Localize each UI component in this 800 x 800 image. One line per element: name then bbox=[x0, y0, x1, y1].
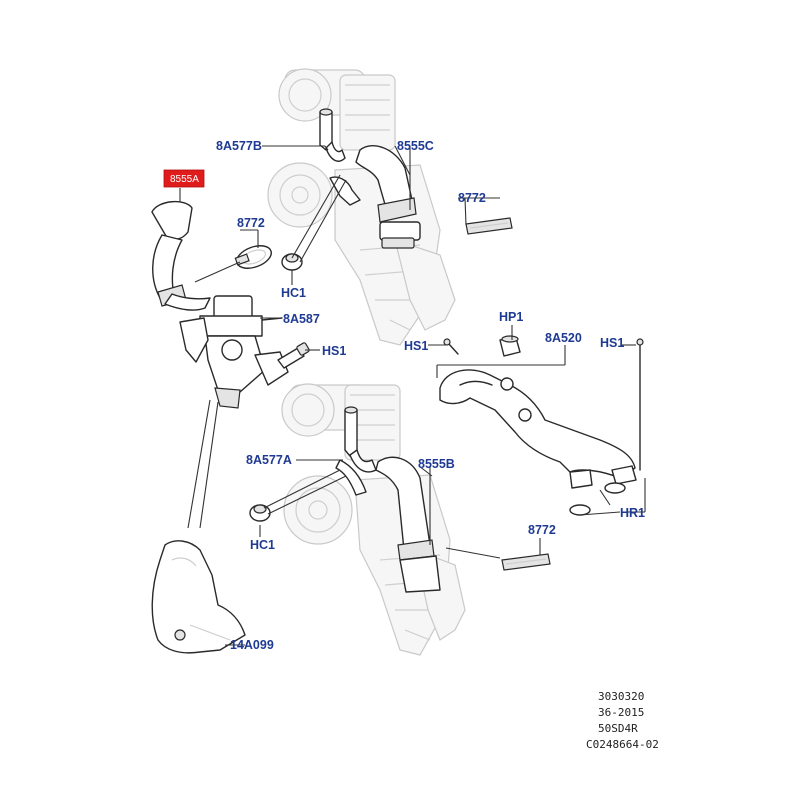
callout-hr1[interactable]: HR1 bbox=[620, 506, 645, 520]
reference-line-2: 36-2015 bbox=[598, 706, 644, 719]
clamp-8772-right bbox=[465, 217, 513, 235]
hose-8a577b bbox=[319, 108, 346, 162]
callout-8a577a[interactable]: 8A577A bbox=[246, 453, 292, 467]
bolt-hs1-right bbox=[636, 338, 644, 471]
hose-8555c bbox=[329, 145, 421, 249]
callout-hs1-mid[interactable]: HS1 bbox=[404, 339, 428, 353]
callout-hs1-right[interactable]: HS1 bbox=[600, 336, 624, 350]
reference-line-3: 50SD4R bbox=[598, 722, 638, 735]
reference-line-1: 3030320 bbox=[598, 690, 644, 703]
reference-block: 3030320 36-2015 50SD4R C0248664-02 bbox=[586, 690, 659, 751]
callout-8555a-box bbox=[163, 169, 205, 188]
hose-8555b bbox=[375, 456, 441, 593]
callout-8555b[interactable]: 8555B bbox=[418, 457, 455, 471]
cover-14a099 bbox=[151, 540, 246, 654]
callout-hs1-left[interactable]: HS1 bbox=[322, 344, 346, 358]
bolt-hs1-mid bbox=[443, 338, 459, 355]
cap-hc1-bottom bbox=[249, 504, 271, 522]
clamp-8772-left bbox=[234, 245, 272, 269]
thermostat-housing-8a587 bbox=[179, 295, 289, 409]
leader-lines bbox=[179, 145, 646, 646]
hose-8a577a bbox=[335, 406, 377, 496]
callout-8555a[interactable]: 8555A bbox=[170, 174, 199, 185]
callout-14a099[interactable]: 14A099 bbox=[230, 638, 274, 652]
clamp-8772-bottom bbox=[501, 553, 551, 571]
hose-8555a bbox=[151, 201, 211, 311]
coolant-pipe-8a520 bbox=[439, 369, 637, 516]
sensor-hs1-left bbox=[277, 342, 310, 369]
callout-8772-left[interactable]: 8772 bbox=[237, 216, 265, 230]
callout-8a587[interactable]: 8A587 bbox=[283, 312, 320, 326]
plug-hp1 bbox=[499, 335, 521, 357]
callout-hc1-bottom[interactable]: HC1 bbox=[250, 538, 275, 552]
callout-8a577b[interactable]: 8A577B bbox=[216, 139, 262, 153]
cap-hc1-top bbox=[281, 253, 303, 271]
callout-8a520[interactable]: 8A520 bbox=[545, 331, 582, 345]
callout-hp1[interactable]: HP1 bbox=[499, 310, 523, 324]
callout-8772-right[interactable]: 8772 bbox=[458, 191, 486, 205]
engine-ghost-bottom bbox=[281, 383, 466, 656]
engine-ghost-top bbox=[267, 68, 456, 346]
reference-line-4: C0248664-02 bbox=[586, 738, 659, 751]
callout-8555c[interactable]: 8555C bbox=[397, 139, 434, 153]
callout-8772-bottom[interactable]: 8772 bbox=[528, 523, 556, 537]
callout-hc1-top[interactable]: HC1 bbox=[281, 286, 306, 300]
